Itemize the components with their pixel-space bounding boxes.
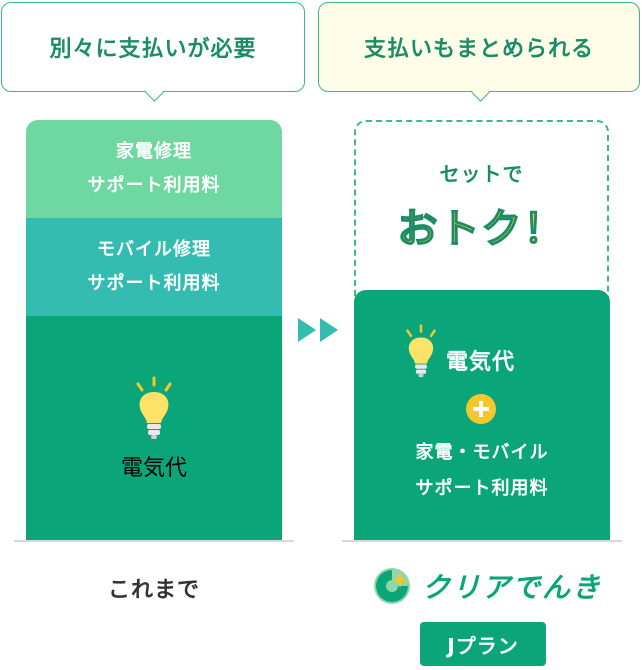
before-stack: 家電修理 サポート利用料 モバイル修理 サポート利用料 電気代: [26, 120, 282, 540]
clear-denki-logo-icon: [374, 568, 410, 604]
bubble-combined-payment: 支払いもまとめられる: [318, 2, 640, 102]
electricity-label: 電気代: [120, 456, 187, 481]
mobile-repair-fee-block: モバイル修理 サポート利用料: [26, 218, 282, 316]
appliance-repair-line1: 家電修理: [116, 141, 192, 162]
before-caption: これまで: [107, 578, 200, 603]
bubble-right-text: 支払いもまとめられる: [363, 37, 594, 62]
bubble-separate-payment: 別々に支払いが必要: [1, 2, 305, 102]
right-baseline: [342, 540, 622, 542]
plan-badge: Jプラン: [420, 622, 546, 666]
brand-logo: クリアでんき: [372, 566, 602, 606]
bubble-left-text: 別々に支払いが必要: [49, 37, 257, 62]
after-stack: 電気代 家電・モバイル サポート利用料: [354, 290, 610, 540]
combined-electricity-label: 電気代: [446, 350, 516, 375]
bubble-left-tail: [145, 82, 164, 102]
set-discount-text: セットで: [439, 162, 524, 186]
mobile-repair-line1: モバイル修理: [97, 239, 211, 260]
combined-support-line2: サポート利用料: [415, 478, 549, 499]
combined-support-line1: 家電・モバイル: [415, 442, 549, 463]
electricity-fee-block: 電気代: [26, 316, 282, 540]
left-baseline: [14, 540, 294, 542]
brand-name: クリアでんき: [422, 571, 603, 604]
appliance-repair-fee-block: 家電修理 サポート利用料: [26, 120, 282, 218]
appliance-repair-line2: サポート利用料: [87, 175, 221, 196]
otoku-headline: おトク！: [397, 205, 566, 253]
lightbulb-icon: [406, 324, 436, 378]
lightbulb-icon: [136, 376, 172, 439]
savings-dashed-box: [354, 120, 609, 320]
mobile-repair-line2: サポート利用料: [87, 273, 221, 294]
bubble-right-tail: [471, 82, 490, 102]
double-arrow-icon: [298, 318, 338, 342]
plus-icon: [466, 394, 496, 424]
